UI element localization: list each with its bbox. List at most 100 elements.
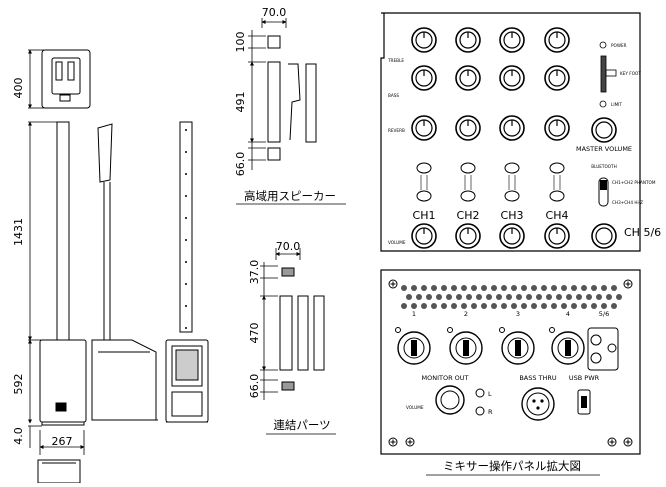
vent-hole (486, 294, 492, 300)
vent-hole (521, 285, 527, 291)
vent-hole (411, 285, 417, 291)
column-dot (185, 173, 187, 175)
vent-hole (616, 294, 622, 300)
vent-hole (561, 303, 567, 309)
mixer-caption: ミキサー操作パネル拡大図 (443, 459, 581, 473)
channel-switch[interactable] (460, 190, 476, 202)
bass-thru-xlr-inner (526, 392, 550, 416)
rear-input-panel (380, 269, 641, 455)
system-dimensions (28, 49, 85, 455)
jack-screw (549, 327, 555, 333)
reverb-label: REVERB (388, 128, 405, 133)
vent-hole (531, 303, 537, 309)
r-label: R (488, 408, 493, 416)
vent-hole (421, 285, 427, 291)
l-label: L (488, 390, 492, 398)
input-3-label: 3 (516, 310, 520, 318)
aux-jack[interactable] (607, 343, 617, 353)
vent-hole (611, 285, 617, 291)
dim-width: 267 (52, 435, 73, 448)
vent-hole (436, 294, 442, 300)
volume-label: VOLUME (388, 240, 406, 245)
column-dot (185, 327, 187, 329)
bluetooth-label: BLUETOOTH (591, 164, 617, 169)
xlr-pin (532, 399, 536, 403)
system-rear-view (165, 121, 209, 423)
vent-hole (416, 294, 422, 300)
vent-hole (511, 285, 517, 291)
vent-hole (591, 285, 597, 291)
channel-switch[interactable] (549, 190, 565, 202)
top-speaker-unit (41, 49, 91, 109)
vent-hole (546, 294, 552, 300)
vent-hole (426, 294, 432, 300)
vent-hole (596, 294, 602, 300)
vent-hole (431, 285, 437, 291)
vent-hole (401, 303, 407, 309)
xlr-pin (536, 406, 540, 410)
bass-thru-label: BASS THRU (519, 374, 557, 382)
vent-holes (388, 279, 633, 447)
column-dot (185, 283, 187, 285)
vent-hole (576, 294, 582, 300)
vent-hole (571, 303, 577, 309)
vent-hole (581, 303, 587, 309)
ch56-label: CH 5/6 (624, 226, 661, 239)
high-speaker-drawing (267, 35, 317, 161)
vent-hole (606, 294, 612, 300)
jack-screw (395, 327, 401, 333)
keyfoot-label: KEY FOOT (620, 71, 641, 76)
vent-hole (471, 285, 477, 291)
jack-socket (463, 340, 469, 356)
vent-hole (531, 285, 537, 291)
vent-hole (491, 303, 497, 309)
channel-switch[interactable] (416, 162, 432, 174)
vent-hole (521, 303, 527, 309)
vent-hole (406, 294, 412, 300)
jack-socket (411, 340, 417, 356)
jack-screw (447, 327, 453, 333)
monitor-out-r-jack[interactable] (475, 406, 485, 416)
cn-dim-bottom: 66.0 (248, 374, 261, 399)
led-meter (599, 41, 617, 108)
cn-dim-width: 70.0 (276, 240, 301, 253)
aux-jack[interactable] (590, 352, 602, 364)
hs-dim-top: 100 (234, 32, 247, 53)
knob-cap (595, 121, 613, 139)
aux-jack[interactable] (590, 334, 602, 346)
vent-hole (561, 285, 567, 291)
channel-switch[interactable] (460, 162, 476, 174)
input-1-label: 1 (412, 310, 416, 318)
vent-hole (466, 294, 472, 300)
mixer-knobs (411, 27, 617, 249)
column-dot (185, 151, 187, 153)
dim-column: 1431 (12, 218, 25, 246)
column-section (56, 121, 70, 341)
vent-hole (566, 294, 572, 300)
vent-hole (476, 294, 482, 300)
monitor-out-l-jack[interactable] (475, 388, 485, 398)
vent-hole (481, 285, 487, 291)
column-dot (185, 195, 187, 197)
column-dot (185, 261, 187, 263)
vent-hole (516, 294, 522, 300)
vent-hole (481, 303, 487, 309)
channel-switch[interactable] (504, 162, 520, 174)
input-56-label: 5/6 (599, 310, 609, 318)
vent-hole (511, 303, 517, 309)
system-front-view (37, 49, 91, 484)
cn-dim-body: 470 (248, 323, 261, 344)
vent-hole (411, 303, 417, 309)
channel-switch[interactable] (504, 190, 520, 202)
phantom-bottom-label: CH3+CH4 Hi-Z (612, 200, 643, 205)
vent-hole (501, 303, 507, 309)
channel-switch[interactable] (549, 162, 565, 174)
hs-body (267, 61, 281, 143)
vent-hole (591, 303, 597, 309)
power-label: POWER (611, 43, 627, 48)
channel-switch[interactable] (416, 190, 432, 202)
vent-hole (491, 285, 497, 291)
hs-dim-bottom: 66.0 (234, 152, 247, 177)
vent-hole (421, 303, 427, 309)
